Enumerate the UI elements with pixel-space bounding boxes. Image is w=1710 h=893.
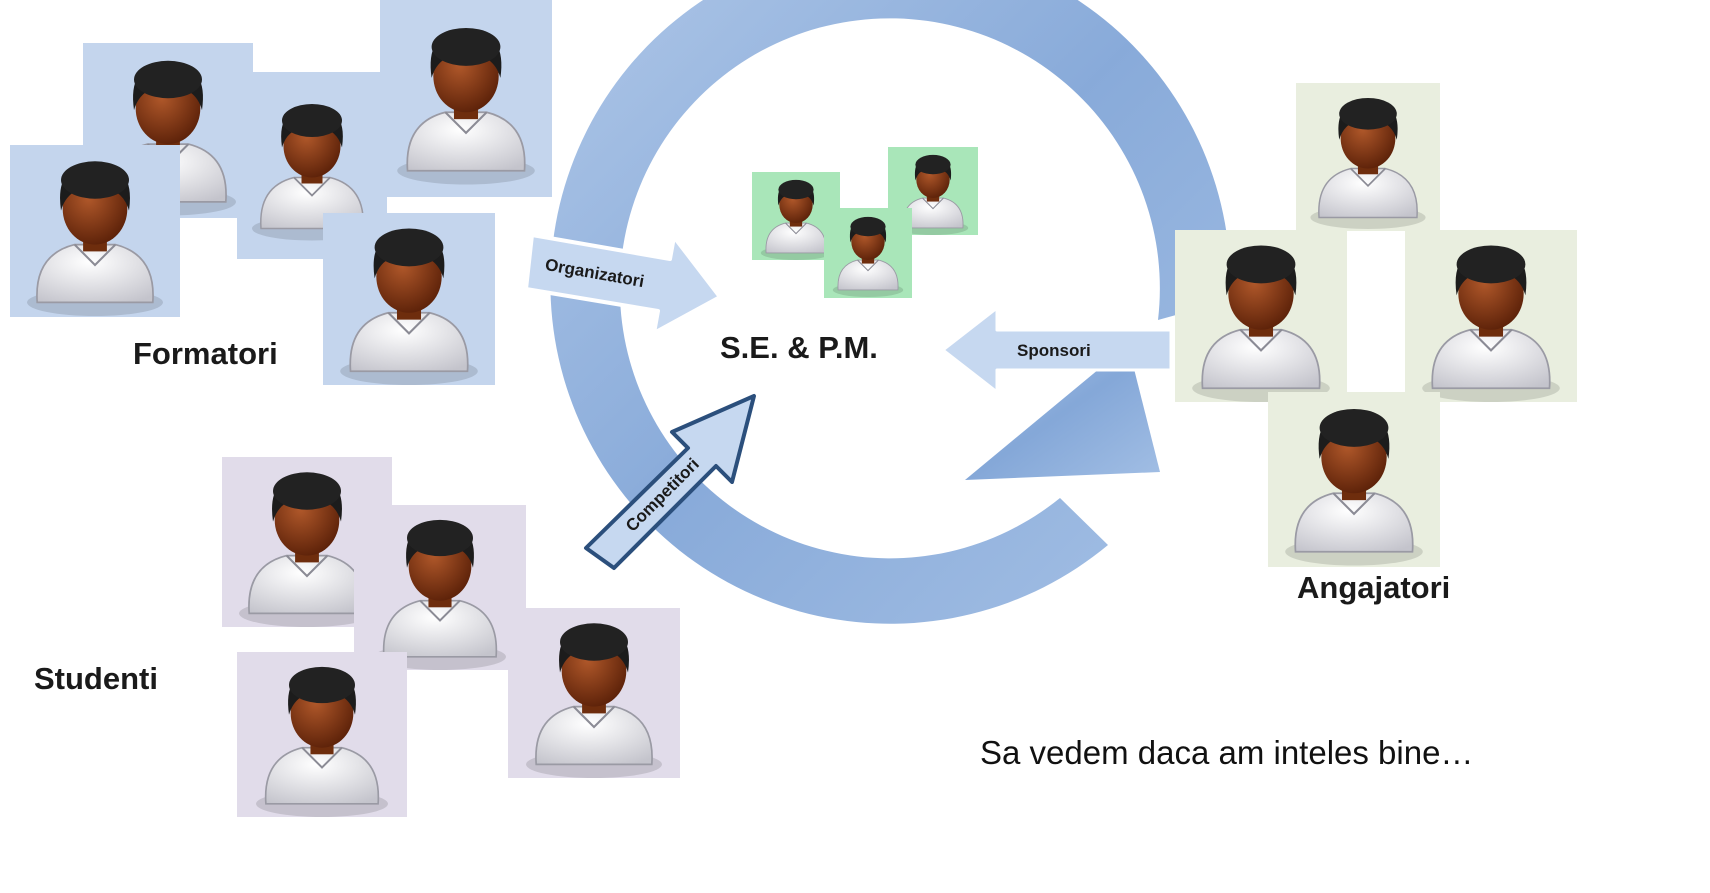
person-icon	[1405, 230, 1577, 402]
person-icon	[380, 0, 552, 197]
studenti-label: Studenti	[34, 661, 158, 696]
person-icon	[10, 145, 180, 317]
studenti-person-2	[354, 505, 526, 670]
person-icon	[1175, 230, 1347, 402]
formatori-person-2	[380, 0, 552, 197]
organizatori-arrow	[524, 233, 722, 335]
studenti-person-4	[237, 652, 407, 817]
person-icon	[323, 213, 495, 385]
formatori-person-4	[10, 145, 180, 317]
person-icon	[1296, 83, 1440, 231]
sponsori-arrow	[941, 306, 1173, 394]
angajatori-person-3	[1405, 230, 1577, 402]
person-icon	[824, 208, 912, 298]
person-icon	[508, 608, 680, 778]
formatori-person-5	[323, 213, 495, 385]
footer-text: Sa vedem daca am inteles bine…	[980, 734, 1474, 771]
cycle-arrowhead	[965, 345, 1160, 480]
angajatori-person-1	[1296, 83, 1440, 231]
person-icon	[354, 505, 526, 670]
angajatori-label: Angajatori	[1297, 570, 1451, 605]
angajatori-person-4	[1268, 392, 1440, 567]
person-icon	[1268, 392, 1440, 567]
formatori-label: Formatori	[133, 336, 278, 371]
person-icon	[237, 652, 407, 817]
studenti-person-3	[508, 608, 680, 778]
center-label: S.E. & P.M.	[720, 330, 878, 365]
angajatori-person-2	[1175, 230, 1347, 402]
center-person-3	[824, 208, 912, 298]
sponsori-label: Sponsori	[1017, 341, 1091, 360]
competitori-arrow	[584, 394, 756, 570]
